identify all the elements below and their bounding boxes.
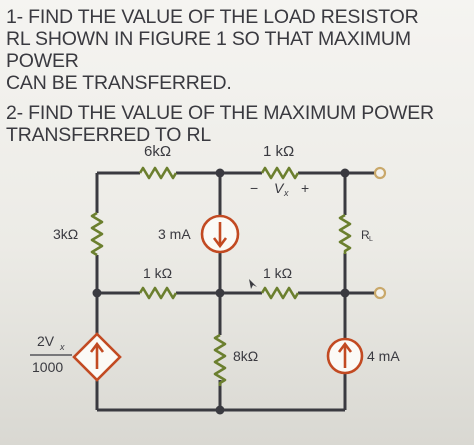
resistor-3k-icon bbox=[90, 211, 104, 257]
resistor-8k-icon bbox=[213, 333, 227, 386]
label-r-1k-mid-right: 1 kΩ bbox=[263, 265, 292, 281]
label-rl-subscript: L bbox=[369, 236, 373, 243]
label-r-1k-top: 1 kΩ bbox=[263, 143, 294, 160]
question-1-line-1: 1- FIND THE VALUE OF THE LOAD RESISTOR bbox=[6, 6, 419, 28]
wires bbox=[95, 171, 376, 412]
current-source-3ma-icon bbox=[200, 214, 240, 254]
junction-center-mid bbox=[215, 288, 225, 298]
label-vx: V bbox=[274, 180, 285, 196]
label-rl: R bbox=[361, 228, 370, 242]
junction-right-mid bbox=[340, 288, 350, 298]
label-vx-minus: − bbox=[250, 180, 258, 196]
resistor-load-icon bbox=[338, 213, 352, 254]
cursor-arrow-icon bbox=[249, 279, 257, 289]
question-1-line-3: CAN BE TRANSFERRED. bbox=[6, 72, 232, 94]
question-1-line-2: RL SHOWN IN FIGURE 1 SO THAT MAXIMUM POW… bbox=[6, 28, 411, 72]
problem-statement: 1- FIND THE VALUE OF THE LOAD RESISTOR R… bbox=[6, 6, 468, 154]
label-current-source-4ma: 4 mA bbox=[367, 348, 400, 364]
question-2-line-1: 2- FIND THE VALUE OF THE MAXIMUM POWER bbox=[6, 102, 434, 124]
junction-center-top bbox=[215, 168, 225, 178]
label-vx-subscript: x bbox=[283, 188, 289, 198]
dependent-source-icon bbox=[72, 332, 122, 382]
resistor-1k-mid-right-icon bbox=[260, 286, 300, 300]
label-dependent-denominator: 1000 bbox=[32, 359, 63, 375]
resistor-6k-icon bbox=[138, 166, 178, 180]
label-r-3k: 3kΩ bbox=[53, 226, 78, 242]
label-r-1k-mid-left: 1 kΩ bbox=[143, 265, 172, 281]
junction-left-mid bbox=[92, 288, 102, 298]
terminals bbox=[373, 166, 387, 300]
resistor-1k-mid-left-icon bbox=[138, 286, 178, 300]
terminal-top bbox=[373, 166, 387, 180]
label-current-source-3ma: 3 mA bbox=[158, 226, 191, 242]
label-r-6k: 6kΩ bbox=[144, 143, 171, 160]
current-source-4ma-icon bbox=[326, 337, 364, 375]
terminal-bottom bbox=[373, 286, 387, 300]
question-2-line-2: TRANSFERRED TO RL bbox=[6, 124, 211, 146]
question-1: 1- FIND THE VALUE OF THE LOAD RESISTOR R… bbox=[6, 6, 468, 94]
resistor-1k-top-icon bbox=[260, 166, 300, 180]
junction-center-bottom bbox=[215, 405, 225, 415]
label-dependent-numerator: 2V bbox=[37, 333, 55, 349]
junction-right-top bbox=[340, 168, 350, 178]
junction-dots bbox=[92, 168, 350, 415]
question-2: 2- FIND THE VALUE OF THE MAXIMUM POWER T… bbox=[6, 102, 468, 146]
resistors bbox=[90, 166, 352, 386]
label-dependent-numerator-subscript: x bbox=[59, 342, 65, 352]
label-vx-plus: + bbox=[301, 180, 309, 196]
label-r-8k: 8kΩ bbox=[233, 348, 258, 364]
